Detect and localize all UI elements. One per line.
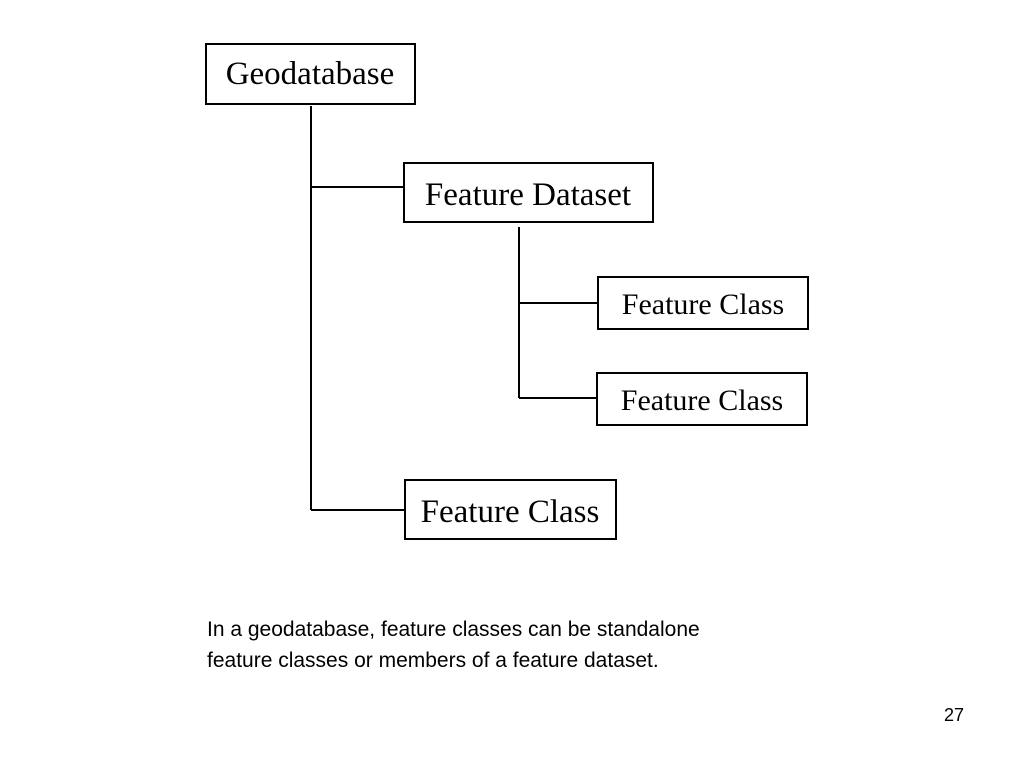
node-feature-class-3: Feature Class — [404, 479, 617, 540]
node-geodatabase: Geodatabase — [205, 43, 416, 105]
caption-line-2: feature classes or members of a feature … — [207, 649, 659, 672]
node-feature-class-2: Feature Class — [596, 372, 808, 426]
caption-line-1: In a geodatabase, feature classes can be… — [207, 618, 700, 641]
page-number: 27 — [943, 705, 964, 725]
node-feature-dataset: Feature Dataset — [403, 162, 654, 223]
node-feature-class-1-label: Feature Class — [622, 288, 784, 321]
node-feature-class-2-label: Feature Class — [621, 384, 783, 417]
node-geodatabase-label: Geodatabase — [226, 56, 395, 92]
node-feature-class-3-label: Feature Class — [421, 494, 600, 530]
caption: In a geodatabase, feature classes can be… — [207, 614, 847, 676]
node-feature-class-1: Feature Class — [597, 276, 809, 330]
node-feature-dataset-label: Feature Dataset — [425, 177, 631, 213]
